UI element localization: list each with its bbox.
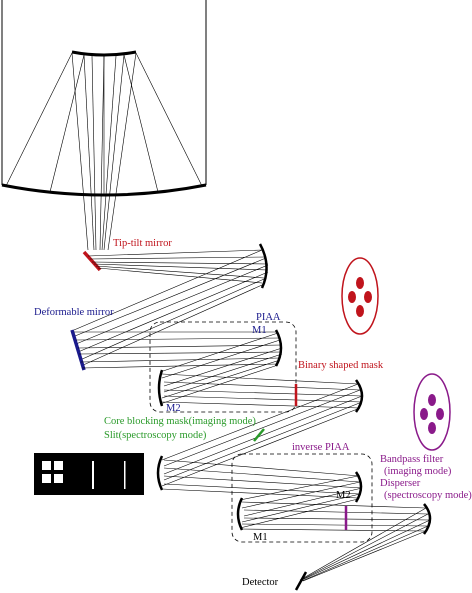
fold-mirror-1 bbox=[258, 243, 268, 289]
label-bandpass-filter: Bandpass filter bbox=[380, 454, 444, 465]
beam-piaa-to-fold-2 bbox=[161, 373, 363, 409]
label-inverse-piaa-m1: M1 bbox=[253, 532, 268, 543]
beam-fold-3-to-inv-m2 bbox=[161, 459, 363, 499]
beam-tip-tilt-to-fold bbox=[87, 249, 269, 284]
primary-mirror bbox=[1, 183, 207, 197]
label-piaa-m1: M1 bbox=[252, 325, 267, 336]
label-slit: Slit(spectroscopy mode) bbox=[104, 430, 207, 441]
beam-fold-4-to-detector bbox=[299, 507, 431, 582]
label-disperser: Disperser bbox=[380, 478, 421, 489]
label-piaa-m2: M2 bbox=[166, 403, 181, 414]
label-disperser-mode: (spectroscopy mode) bbox=[384, 490, 472, 501]
label-core-blocking-mask: Core blocking mask(imaging mode) bbox=[104, 416, 256, 427]
label-deformable-mirror: Deformable mirror bbox=[34, 307, 114, 318]
beam-piaa-m1-to-m2 bbox=[159, 332, 283, 405]
telescope bbox=[1, 0, 207, 251]
beam-fold-2-to-fold-3 bbox=[161, 383, 363, 487]
label-bandpass-mode: (imaging mode) bbox=[384, 466, 452, 477]
label-piaa: PIAA bbox=[256, 312, 281, 323]
beam-fold-to-deformable bbox=[73, 249, 269, 367]
label-inverse-piaa: inverse PIAA bbox=[292, 442, 350, 453]
core-blocking-mask bbox=[253, 428, 265, 442]
deformable-mirror bbox=[70, 329, 86, 371]
inverse-piaa-m1-mirror bbox=[236, 497, 244, 531]
beam-deformable-to-piaa bbox=[74, 331, 283, 369]
piaa-m2-mirror bbox=[157, 369, 164, 407]
label-detector: Detector bbox=[242, 577, 279, 588]
detector bbox=[294, 571, 308, 591]
telescope-rays bbox=[5, 52, 203, 251]
secondary-mirror bbox=[71, 50, 137, 57]
label-tip-tilt-mirror: Tip-tilt mirror bbox=[113, 238, 172, 249]
piaa-box bbox=[149, 321, 297, 413]
inverse-piaa-box bbox=[231, 453, 373, 543]
fold-mirror-3 bbox=[156, 455, 164, 491]
core-mask-slit-inset bbox=[34, 453, 144, 495]
beam-inv-m1-to-fold-4 bbox=[239, 501, 431, 532]
binary-mask-inset bbox=[341, 257, 379, 335]
label-binary-shaped-mask: Binary shaped mask bbox=[298, 360, 384, 371]
bandpass-inset bbox=[413, 373, 451, 451]
beam-inv-m2-to-m1 bbox=[239, 475, 363, 529]
label-inverse-piaa-m2: M2 bbox=[336, 490, 351, 501]
tip-tilt-mirror bbox=[82, 250, 102, 272]
